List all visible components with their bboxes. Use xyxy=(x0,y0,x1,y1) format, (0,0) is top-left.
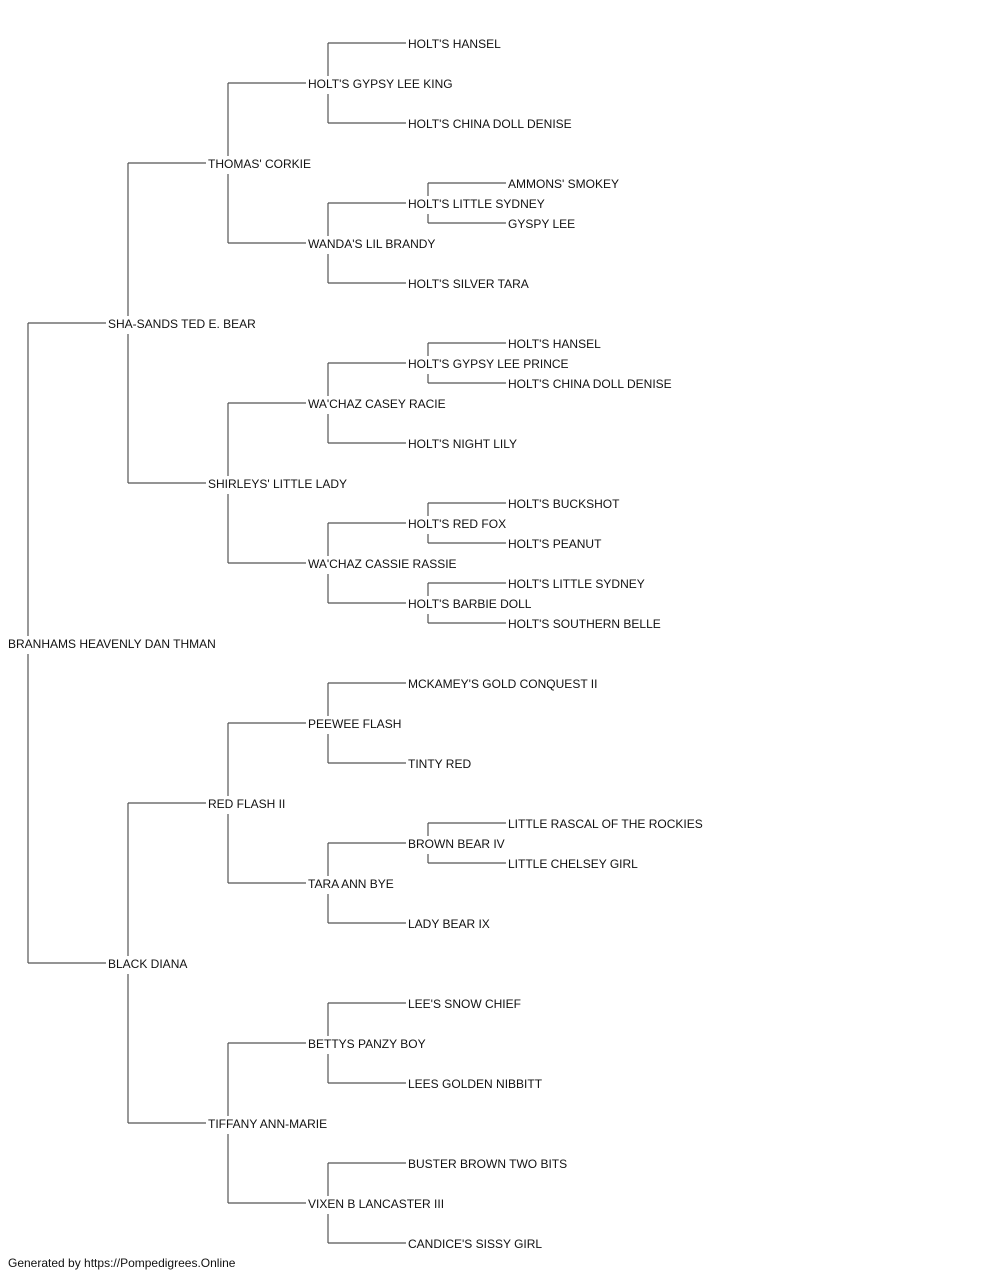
pedigree-name-pedigree-dam-sire-sire-sire: MCKAMEY'S GOLD CONQUEST II xyxy=(408,677,597,691)
pedigree-name-pedigree-sire-dam: SHIRLEYS' LITTLE LADY xyxy=(208,477,347,491)
pedigree-name-pedigree-sire-dam-dam: WA'CHAZ CASSIE RASSIE xyxy=(308,557,457,571)
pedigree-name-pedigree-dam-sire-dam-dam: LADY BEAR IX xyxy=(408,917,490,931)
pedigree-name-pedigree-dam-sire-sire-dam: TINTY RED xyxy=(408,757,471,771)
pedigree-name-pedigree-sire-dam-sire-sire-sire: HOLT'S HANSEL xyxy=(508,337,601,351)
pedigree-name-pedigree-dam-dam-sire-dam: LEES GOLDEN NIBBITT xyxy=(408,1077,543,1091)
pedigree-name-pedigree-sire-sire-dam-sire: HOLT'S LITTLE SYDNEY xyxy=(408,197,545,211)
pedigree-name-pedigree-sire-sire-sire-dam: HOLT'S CHINA DOLL DENISE xyxy=(408,117,572,131)
pedigree-name-pedigree-dam-sire-dam: TARA ANN BYE xyxy=(308,877,394,891)
pedigree-name-pedigree: BRANHAMS HEAVENLY DAN THMAN xyxy=(8,637,216,651)
pedigree-name-pedigree-sire-dam-dam-dam-dam: HOLT'S SOUTHERN BELLE xyxy=(508,617,661,631)
pedigree-name-pedigree-sire-sire-sire: HOLT'S GYPSY LEE KING xyxy=(308,77,453,91)
pedigree-name-pedigree-dam-sire-dam-sire: BROWN BEAR IV xyxy=(408,837,505,851)
pedigree-name-pedigree-sire-sire-dam-sire-sire: AMMONS' SMOKEY xyxy=(508,177,619,191)
pedigree-name-pedigree-dam-dam-sire: BETTYS PANZY BOY xyxy=(308,1037,426,1051)
pedigree-name-pedigree-dam-dam: TIFFANY ANN-MARIE xyxy=(208,1117,327,1131)
pedigree-name-pedigree-sire-dam-dam-sire-dam: HOLT'S PEANUT xyxy=(508,537,602,551)
pedigree-tree: BRANHAMS HEAVENLY DAN THMAN SHA-SANDS TED… xyxy=(8,37,703,1250)
pedigree-name-pedigree-dam-dam-dam-sire: BUSTER BROWN TWO BITS xyxy=(408,1157,567,1171)
pedigree-name-pedigree-sire-dam-dam-sire: HOLT'S RED FOX xyxy=(408,517,506,531)
pedigree-name-pedigree-dam: BLACK DIANA xyxy=(108,957,187,971)
pedigree-name-pedigree-dam-sire-dam-sire-sire: LITTLE RASCAL OF THE ROCKIES xyxy=(508,817,703,831)
pedigree-name-pedigree-sire-dam-sire-sire-dam: HOLT'S CHINA DOLL DENISE xyxy=(508,377,672,391)
pedigree-name-pedigree-sire-sire-sire-sire: HOLT'S HANSEL xyxy=(408,37,501,51)
pedigree-name-pedigree-dam-sire: RED FLASH II xyxy=(208,797,285,811)
pedigree-name-pedigree-sire-sire-dam-dam: HOLT'S SILVER TARA xyxy=(408,277,529,291)
pedigree-name-pedigree-sire: SHA-SANDS TED E. BEAR xyxy=(108,317,256,331)
pedigree-name-pedigree-dam-dam-sire-sire: LEE'S SNOW CHIEF xyxy=(408,997,521,1011)
pedigree-name-pedigree-sire-dam-sire-dam: HOLT'S NIGHT LILY xyxy=(408,437,517,451)
pedigree-name-pedigree-sire-dam-sire-sire: HOLT'S GYPSY LEE PRINCE xyxy=(408,357,569,371)
pedigree-name-pedigree-sire-dam-dam-dam: HOLT'S BARBIE DOLL xyxy=(408,597,532,611)
pedigree-name-pedigree-dam-dam-dam: VIXEN B LANCASTER III xyxy=(308,1197,444,1211)
pedigree-name-pedigree-sire-sire: THOMAS' CORKIE xyxy=(208,157,311,171)
pedigree-name-pedigree-sire-sire-dam: WANDA'S LIL BRANDY xyxy=(308,237,435,251)
pedigree-name-pedigree-sire-sire-dam-sire-dam: GYSPY LEE xyxy=(508,217,575,231)
pedigree-name-pedigree-dam-dam-dam-dam: CANDICE'S SISSY GIRL xyxy=(408,1237,542,1250)
footer-credit: Generated by https://Pompedigrees.Online xyxy=(8,1256,236,1270)
pedigree-name-pedigree-dam-sire-dam-sire-dam: LITTLE CHELSEY GIRL xyxy=(508,857,638,871)
pedigree-name-pedigree-sire-dam-dam-sire-sire: HOLT'S BUCKSHOT xyxy=(508,497,620,511)
pedigree-name-pedigree-dam-sire-sire: PEEWEE FLASH xyxy=(308,717,401,731)
pedigree-name-pedigree-sire-dam-dam-dam-sire: HOLT'S LITTLE SYDNEY xyxy=(508,577,645,591)
pedigree-name-pedigree-sire-dam-sire: WA'CHAZ CASEY RACIE xyxy=(308,397,446,411)
